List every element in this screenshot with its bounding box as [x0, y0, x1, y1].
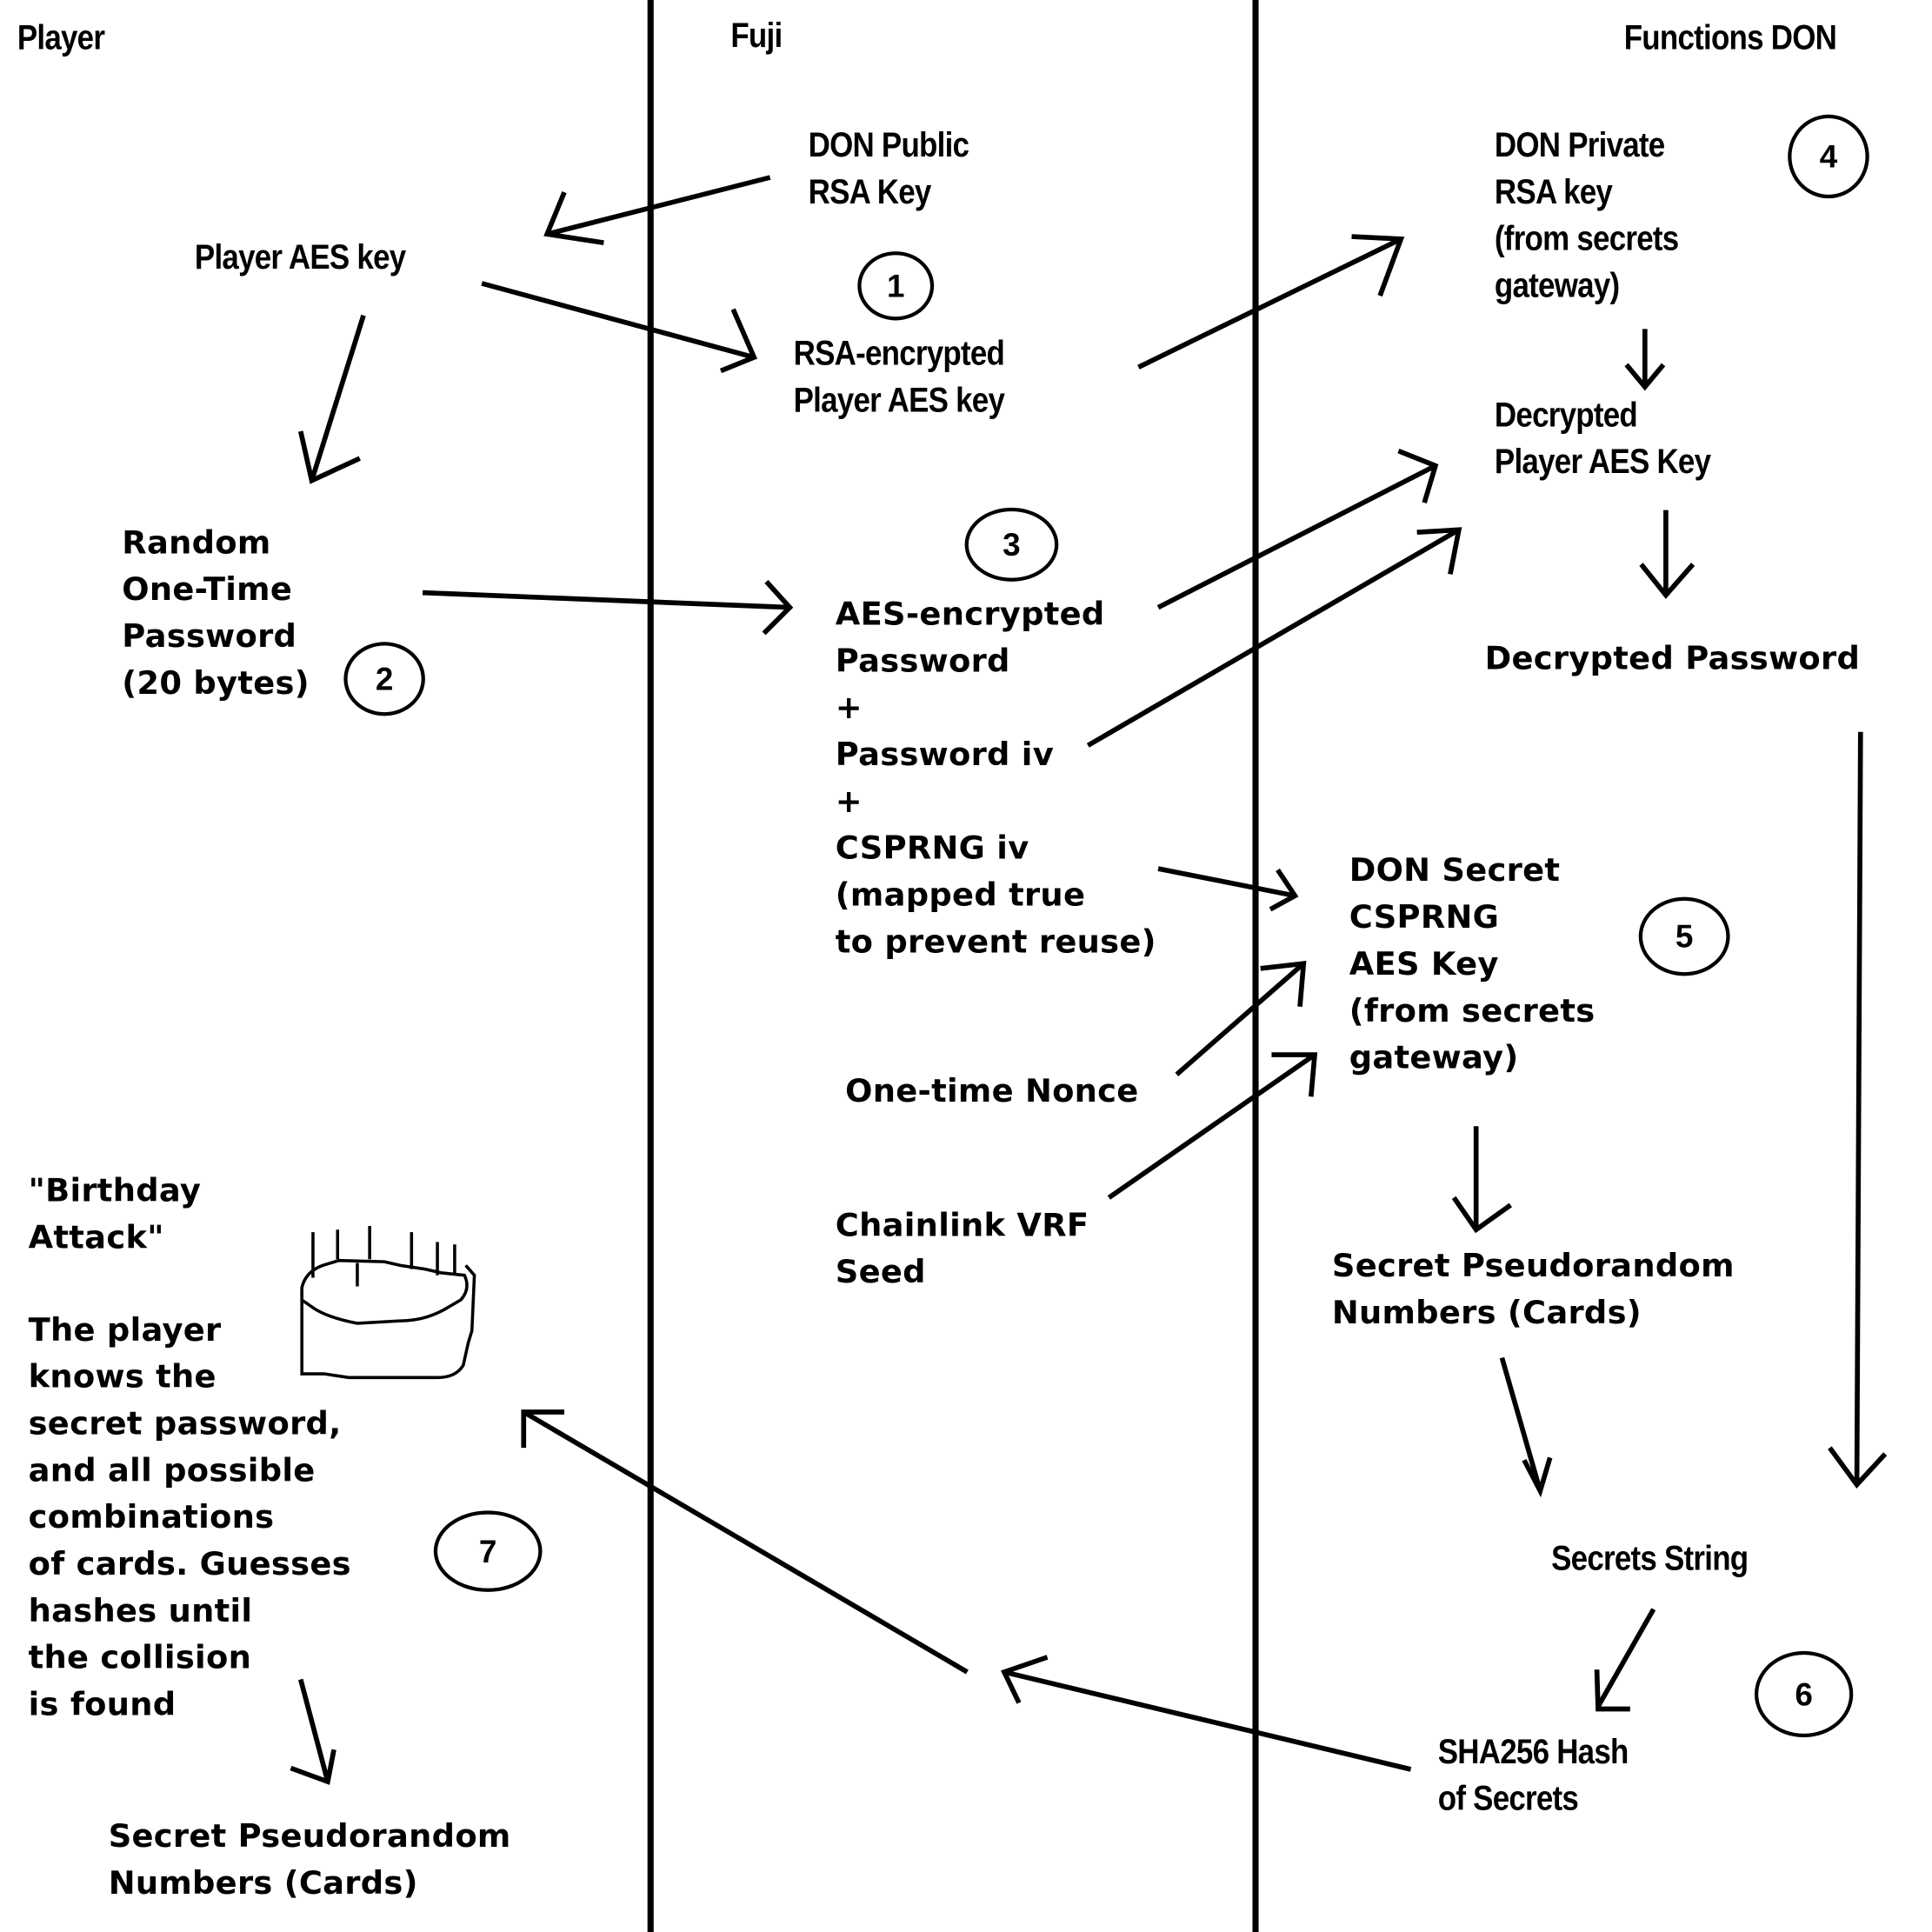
node-birthday-attack-description: The player knows the secret password, an…: [28, 1312, 351, 1724]
step-badge-6: 6: [1754, 1650, 1854, 1738]
arrow-rsa-encrypted-to-don-private-key: [1137, 234, 1405, 370]
node-don-secret-pseudorandom-numbers: Secret Pseudorandom Numbers (Cards): [1331, 1248, 1735, 1332]
node-sha256-hash-of-secrets: SHA256 Hash of Secrets: [1437, 1732, 1629, 1818]
arrow-decrypted-aes-key-to-decrypted-password: [1639, 510, 1695, 599]
lane-header-player: Player: [17, 18, 105, 57]
arrow-public-key-to-player-aes-key: [543, 175, 771, 245]
node-player-aes-key: Player AES key: [194, 237, 406, 276]
step-number: 2: [375, 659, 394, 697]
arrow-birthday-attack-to-player-pseudorandom: [290, 1678, 336, 1785]
arrow-sha256-to-birthday-attack: [521, 1409, 1412, 1772]
arrow-nonce-to-don-secret: [1175, 960, 1307, 1076]
arrow-decrypted-password-to-secrets-string: [1828, 731, 1888, 1489]
step-number: 6: [1795, 1675, 1813, 1713]
arrow-otp-to-aes-encrypted: [422, 579, 794, 636]
step-badge-2: 2: [343, 642, 425, 716]
step-number: 4: [1819, 137, 1838, 175]
node-player-secret-pseudorandom-numbers: Secret Pseudorandom Numbers (Cards): [108, 1818, 511, 1902]
step-number: 5: [1675, 917, 1694, 955]
step-badge-7: 7: [433, 1510, 543, 1592]
step-number: 1: [886, 266, 905, 304]
step-badge-1: 1: [857, 251, 935, 321]
node-secrets-string: Secrets String: [1551, 1538, 1749, 1577]
step-badge-5: 5: [1638, 896, 1730, 976]
arrow-player-aes-key-to-otp: [298, 314, 366, 484]
arrow-aes-encrypted-to-decrypted-aes-key: [1156, 449, 1439, 610]
arrow-pseudorandom-to-secrets-string: [1499, 1356, 1553, 1498]
lane-header-fuji: Fuji: [730, 16, 783, 55]
step-number: 3: [1003, 525, 1021, 563]
node-rsa-encrypted-player-aes-key: RSA-encrypted Player AES key: [793, 334, 1005, 419]
node-birthday-attack-title: "Birthday Attack": [28, 1173, 202, 1257]
step-number: 7: [478, 1532, 497, 1569]
arrow-player-aes-key-to-rsa-encrypted: [481, 281, 758, 374]
node-don-secret-csprng-aes-key: DON Secret CSPRNG AES Key (from secrets …: [1349, 852, 1596, 1077]
node-chainlink-vrf-seed: Chainlink VRF Seed: [835, 1207, 1089, 1292]
node-decrypted-player-aes-key: Decrypted Player AES Key: [1494, 395, 1711, 481]
arrow-secrets-string-to-sha256: [1594, 1608, 1656, 1712]
node-don-private-rsa-key: DON Private RSA key (from secrets gatewa…: [1494, 125, 1679, 305]
birthday-cake-icon: [300, 1226, 476, 1380]
arrow-vrf-seed-to-don-secret: [1107, 1052, 1318, 1200]
node-aes-encrypted-password-bundle: AES-encrypted Password + Password iv + C…: [835, 596, 1156, 962]
step-badge-4: 4: [1788, 114, 1869, 199]
arrow-csprng-iv-to-don-secret: [1157, 866, 1299, 912]
arrow-don-secret-to-pseudorandom: [1451, 1126, 1513, 1234]
node-don-public-rsa-key: DON Public RSA Key: [808, 125, 969, 211]
node-random-one-time-password: Random One-Time Password (20 bytes): [122, 524, 310, 703]
arrow-private-key-to-decrypted-aes-key: [1624, 329, 1666, 391]
node-decrypted-password: Decrypted Password: [1484, 640, 1861, 678]
node-one-time-nonce: One-time Nonce: [845, 1073, 1139, 1110]
arrow-password-iv-to-decrypted-aes-key: [1086, 527, 1462, 748]
step-badge-3: 3: [964, 507, 1059, 582]
lane-header-functions-don: Functions DON: [1623, 18, 1837, 57]
